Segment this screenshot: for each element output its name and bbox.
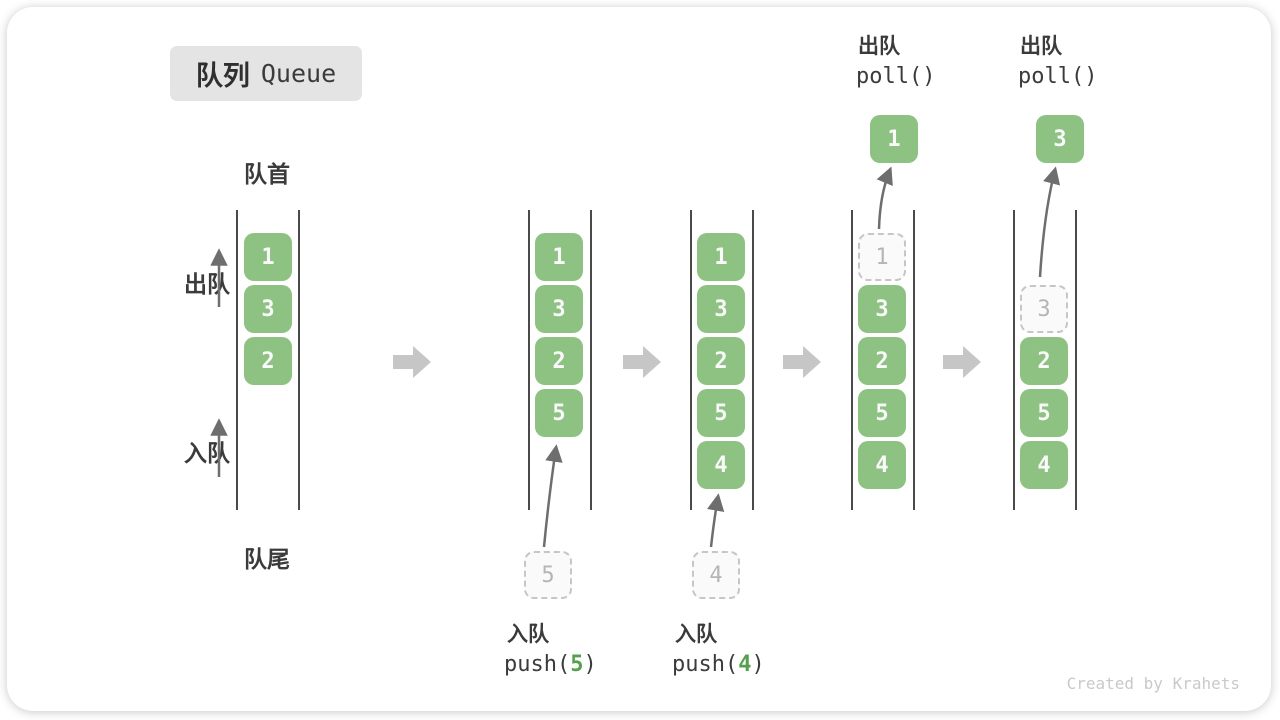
queue-wall <box>851 210 853 510</box>
removed-ghost-cell: 3 <box>1020 285 1068 333</box>
queue-wall <box>1075 210 1077 510</box>
push5-code: push(5) <box>504 652 597 677</box>
enqueue-side-label: 入队 <box>184 440 230 466</box>
polled-cell: 3 <box>1036 115 1084 163</box>
queue-cell: 3 <box>697 285 745 333</box>
queue-cell: 4 <box>858 441 906 489</box>
queue-cell: 5 <box>1020 389 1068 437</box>
queue-cell: 5 <box>535 389 583 437</box>
queue-cell: 1 <box>697 233 745 281</box>
queue-wall <box>298 210 300 510</box>
dequeue-op-label: 出队 <box>858 35 900 58</box>
title-en: Queue <box>260 59 337 88</box>
code-text: push( <box>672 652 739 677</box>
queue-cell: 1 <box>244 233 292 281</box>
queue-cell: 2 <box>697 337 745 385</box>
queue-wall <box>528 210 530 510</box>
queue-cell: 3 <box>535 285 583 333</box>
push4-code: push(4) <box>672 652 765 677</box>
dequeue-side-label: 出队 <box>184 271 230 297</box>
code-text: push( <box>504 652 571 677</box>
code-arg: 5 <box>570 652 584 677</box>
queue-cell: 2 <box>1020 337 1068 385</box>
removed-ghost-cell: 1 <box>858 233 906 281</box>
poll-code: poll() <box>856 64 936 89</box>
queue-cell: 2 <box>244 337 292 385</box>
queue-wall <box>1013 210 1015 510</box>
enqueue-op-label: 入队 <box>507 623 549 646</box>
poll-code: poll() <box>1018 64 1098 89</box>
queue-wall <box>690 210 692 510</box>
watermark: Created by Krahets <box>1066 674 1240 693</box>
code-text: ) <box>751 652 765 677</box>
queue-cell: 3 <box>858 285 906 333</box>
queue-cell: 4 <box>697 441 745 489</box>
queue-cell: 2 <box>858 337 906 385</box>
queue-wall <box>590 210 592 510</box>
polled-cell: 1 <box>870 115 918 163</box>
queue-cell: 3 <box>244 285 292 333</box>
queue-rear-label: 队尾 <box>244 546 290 572</box>
diagram-card <box>7 7 1271 711</box>
code-arg: 4 <box>738 652 752 677</box>
queue-cell: 4 <box>1020 441 1068 489</box>
queue-cell: 5 <box>697 389 745 437</box>
dequeue-op-label: 出队 <box>1020 35 1062 58</box>
incoming-ghost-cell: 4 <box>692 551 740 599</box>
enqueue-op-label: 入队 <box>675 623 717 646</box>
queue-cell: 2 <box>535 337 583 385</box>
queue-wall <box>913 210 915 510</box>
queue-front-label: 队首 <box>244 161 290 187</box>
queue-cell: 5 <box>858 389 906 437</box>
title-badge: 队列 Queue <box>170 46 362 101</box>
queue-wall <box>752 210 754 510</box>
queue-wall <box>236 210 238 510</box>
queue-cell: 1 <box>535 233 583 281</box>
code-text: ) <box>583 652 597 677</box>
title-zh: 队列 <box>195 61 250 91</box>
incoming-ghost-cell: 5 <box>524 551 572 599</box>
